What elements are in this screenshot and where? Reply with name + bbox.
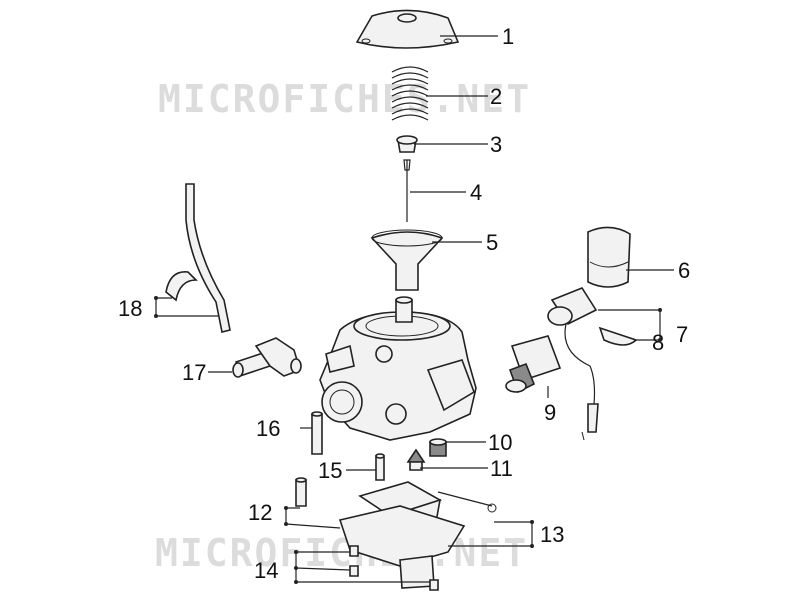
callout-18: 18 xyxy=(118,296,142,321)
part-4-needle xyxy=(403,159,411,222)
callout-numbers: 1 2 3 4 5 6 7 8 9 10 11 12 13 14 15 16 1… xyxy=(118,24,690,583)
callout-14: 14 xyxy=(254,558,278,583)
part-15-jet xyxy=(375,453,385,481)
part-11-float-valve xyxy=(406,448,426,471)
callout-17: 17 xyxy=(182,360,206,385)
callout-12: 12 xyxy=(248,500,272,525)
callout-13: 13 xyxy=(540,522,564,547)
part-8-clip xyxy=(598,326,638,346)
callout-15: 15 xyxy=(318,458,342,483)
watermark-top: MICROFICHES.NET xyxy=(158,77,531,121)
part-3-retainer xyxy=(396,135,418,153)
part-7-choke xyxy=(547,287,599,441)
callout-4: 4 xyxy=(470,180,482,205)
callout-2: 2 xyxy=(490,84,502,109)
callout-10: 10 xyxy=(488,430,512,455)
leader-bullets xyxy=(154,296,662,584)
part-17-fitting xyxy=(232,337,302,378)
part-5-slide xyxy=(370,229,444,291)
part-10-jet xyxy=(429,438,447,457)
callout-5: 5 xyxy=(486,230,498,255)
callout-11: 11 xyxy=(490,456,513,481)
callout-8: 8 xyxy=(652,330,664,355)
callout-9: 9 xyxy=(544,400,556,425)
callout-3: 3 xyxy=(490,132,502,157)
callout-1: 1 xyxy=(502,24,514,49)
callout-7: 7 xyxy=(676,322,688,347)
callout-16: 16 xyxy=(256,416,280,441)
callout-6: 6 xyxy=(678,258,690,283)
part-14-screws xyxy=(349,545,439,591)
part-2-spring xyxy=(391,66,429,121)
watermark-bottom: MICROFICHES.NET xyxy=(155,531,528,575)
part-18-hose xyxy=(165,183,231,333)
part-9-sensor xyxy=(505,335,562,394)
part-16-tube xyxy=(311,411,323,455)
carburetor-body xyxy=(319,296,477,441)
part-1-cap xyxy=(355,9,460,49)
part-6-cover xyxy=(587,226,631,288)
